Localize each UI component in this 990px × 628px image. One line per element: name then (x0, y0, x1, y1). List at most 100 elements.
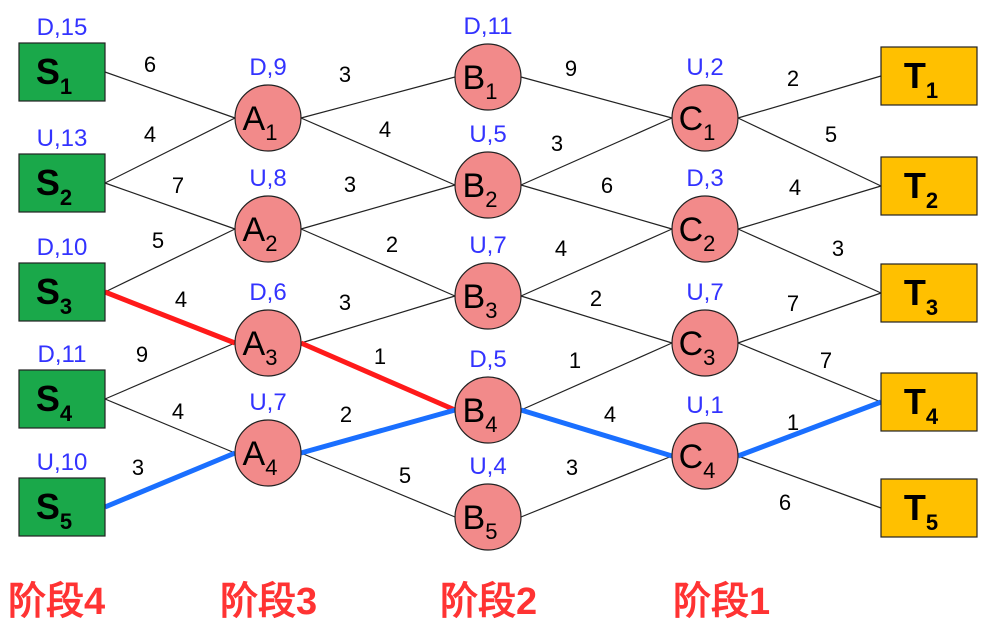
edge-weight-c1-t1: 2 (787, 66, 799, 91)
node-s3: S3 D,10 (18, 234, 106, 322)
node-label-t4: T4 (904, 381, 939, 429)
stage-label-4: 阶段4 (8, 581, 105, 623)
node-label-b3: B3 (463, 278, 498, 323)
node-circle-a1 (234, 84, 302, 152)
node-t2: T2 (880, 156, 978, 216)
decision-label-a2: U,8 (249, 165, 286, 192)
source-box-s2 (18, 153, 106, 213)
decision-label-c2: D,3 (686, 165, 723, 192)
edge-a2-b2 (300, 184, 456, 230)
node-label-b5: B5 (463, 499, 498, 544)
edge-a1-b1 (300, 76, 456, 119)
edge-weight-b5-c4: 3 (566, 455, 578, 480)
decision-label-b4: D,5 (469, 346, 506, 373)
edge-weight-b3-c3: 2 (590, 286, 602, 311)
edge-weight-c4-t4: 1 (787, 410, 799, 435)
node-label-c3: C3 (679, 325, 716, 370)
node-label-a4: A4 (243, 435, 278, 480)
decision-label-a1: D,9 (249, 54, 286, 81)
edge-weight-b3-c2: 4 (555, 236, 567, 261)
edge-weight-s1-a1: 6 (144, 52, 156, 77)
stage-labels-layer: 阶段4 阶段3 阶段2 阶段1 (8, 581, 770, 623)
node-label-t5: T5 (904, 487, 938, 535)
decision-label-s1: D,15 (37, 14, 88, 41)
node-circle-a3 (234, 309, 302, 377)
edge-b4-c3 (520, 342, 673, 411)
edges-layer (104, 71, 882, 518)
edge-s4-a3 (104, 342, 236, 400)
edge-c3-t4 (737, 342, 882, 403)
edge-weight-s4-a3: 9 (136, 342, 148, 367)
edge-weight-c1-t2: 5 (825, 122, 837, 147)
node-b2: B2U,5 (454, 121, 522, 219)
stage-label-2: 阶段2 (440, 581, 537, 623)
node-a1: A1 D,9 (234, 54, 302, 152)
node-label-a1: A1 (243, 100, 278, 145)
node-circle-c3 (671, 309, 739, 377)
edge-weight-c4-t5: 6 (779, 490, 791, 515)
edge-b2-c1 (520, 117, 673, 186)
node-label-s2: S2 (36, 162, 72, 210)
source-box-s4 (18, 369, 106, 429)
edge-weight-s2-a2: 7 (172, 173, 184, 198)
decision-label-s3: D,10 (37, 234, 88, 261)
edge-a3-b3 (300, 295, 456, 344)
node-circle-a4 (234, 419, 302, 487)
source-box-s5 (18, 477, 106, 537)
decision-label-a3: D,6 (249, 279, 286, 306)
edge-weight-a4-b5: 5 (399, 463, 411, 488)
decision-label-s5: U,10 (37, 449, 88, 476)
decision-label-b1: D,11 (464, 13, 513, 40)
decision-label-b5: U,4 (469, 453, 506, 480)
decision-label-b3: U,7 (469, 232, 506, 259)
node-b1: B1D,11 (454, 13, 522, 111)
edge-weight-s5-a4: 3 (132, 455, 144, 480)
node-t1: T1 (880, 46, 978, 106)
edge-s1-a1 (104, 71, 236, 119)
edge-a4-b4 (300, 407, 456, 456)
node-circle-b4 (454, 376, 522, 444)
sink-box-t4 (880, 372, 978, 432)
edge-b1-c1 (520, 76, 673, 119)
decision-label-s2: U,13 (37, 125, 88, 152)
sink-box-t2 (880, 156, 978, 216)
node-a2: A2U,8 (234, 165, 302, 263)
edge-weight-a3-b4: 1 (374, 344, 386, 369)
edge-s3-a2 (104, 228, 236, 293)
edge-c4-t4 (737, 399, 882, 459)
stage-label-3: 阶段3 (220, 581, 317, 623)
edge-a1-b2 (300, 117, 456, 186)
sink-box-t1 (880, 46, 978, 106)
edge-weight-b1-c1: 9 (565, 56, 577, 81)
decision-label-c4: U,1 (686, 392, 723, 419)
edge-c2-t2 (737, 185, 882, 230)
sink-box-t3 (880, 263, 978, 323)
edge-a4-b5 (300, 452, 456, 518)
node-b5: B5 U,4 (454, 453, 522, 551)
edge-weight-b2-c2: 6 (601, 173, 613, 198)
node-label-t3: T3 (904, 272, 938, 320)
node-a3: A3D,6 (234, 279, 302, 377)
edge-weight-c3-t4: 7 (820, 348, 832, 373)
decision-label-a4: U,7 (249, 389, 286, 416)
edge-s2-a2 (104, 182, 236, 230)
decision-label-c1: U,2 (686, 54, 723, 81)
node-label-c2: C2 (679, 211, 716, 256)
decision-label-b2: U,5 (469, 121, 506, 148)
edge-weight-a2-b2: 3 (344, 172, 356, 197)
node-s1: S1D,15 (18, 14, 106, 102)
node-label-s4: S4 (36, 378, 73, 426)
edge-c4-t5 (737, 455, 882, 509)
edge-weight-a2-b3: 2 (386, 232, 398, 257)
edge-c1-t2 (737, 117, 882, 187)
edge-a2-b3 (300, 228, 456, 297)
node-label-s3: S3 (36, 271, 72, 319)
node-t3: T3 (880, 263, 978, 323)
edge-weight-b2-c1: 3 (551, 131, 563, 156)
edge-s2-a1 (104, 117, 236, 184)
edge-weight-s3-a2: 5 (152, 228, 164, 253)
edge-weight-a4-b4: 2 (340, 402, 352, 427)
edge-c3-t3 (737, 292, 882, 344)
edge-b3-c3 (520, 295, 673, 344)
node-label-b4: B4 (463, 392, 498, 437)
